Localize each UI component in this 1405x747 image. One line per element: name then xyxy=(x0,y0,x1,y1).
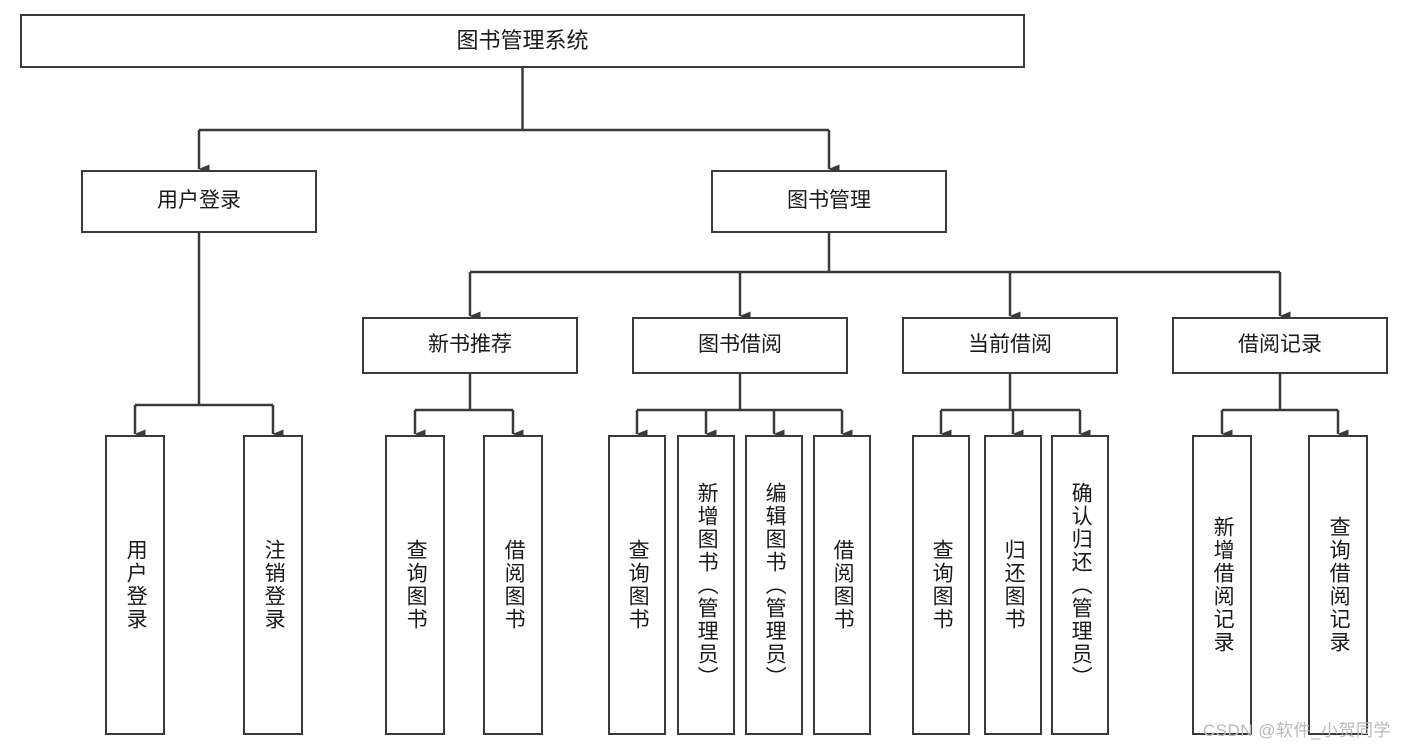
node-label-leaf-add-borrow-record: 新增借阅记录 xyxy=(1211,516,1235,654)
node-root[interactable]: 图书管理系统 xyxy=(20,14,1025,68)
node-leaf-user-login[interactable]: 用户登录 xyxy=(105,435,165,735)
node-label-leaf-borrow-book: 借阅图书 xyxy=(831,539,855,631)
node-label-leaf-logout: 注销登录 xyxy=(262,539,286,631)
node-label-leaf-edit-book-admin: 编辑图书（管理员） xyxy=(763,481,787,689)
node-label-leaf-return-book: 归还图书 xyxy=(1002,539,1026,631)
node-label-leaf-query-book-current: 查询图书 xyxy=(930,539,954,631)
node-leaf-query-book-rec[interactable]: 查询图书 xyxy=(385,435,445,735)
node-leaf-logout[interactable]: 注销登录 xyxy=(243,435,303,735)
node-current-borrow[interactable]: 当前借阅 xyxy=(902,317,1118,374)
node-leaf-confirm-return-admin[interactable]: 确认归还（管理员） xyxy=(1051,435,1109,735)
node-leaf-borrow-book[interactable]: 借阅图书 xyxy=(813,435,871,735)
node-leaf-borrow-book-rec[interactable]: 借阅图书 xyxy=(483,435,543,735)
node-leaf-return-book[interactable]: 归还图书 xyxy=(984,435,1042,735)
node-label-leaf-add-book-admin: 新增图书（管理员） xyxy=(695,481,719,689)
node-leaf-query-book-borrow[interactable]: 查询图书 xyxy=(608,435,666,735)
node-label-borrow-record: 借阅记录 xyxy=(1238,333,1322,357)
node-leaf-add-book-admin[interactable]: 新增图书（管理员） xyxy=(677,435,735,735)
node-leaf-add-borrow-record[interactable]: 新增借阅记录 xyxy=(1192,435,1252,735)
node-label-leaf-borrow-book-rec: 借阅图书 xyxy=(502,539,526,631)
node-book-borrow[interactable]: 图书借阅 xyxy=(632,317,848,374)
node-leaf-edit-book-admin[interactable]: 编辑图书（管理员） xyxy=(745,435,803,735)
node-label-leaf-confirm-return-admin: 确认归还（管理员） xyxy=(1069,481,1093,689)
connector-lines xyxy=(133,68,1349,439)
node-label-current-borrow: 当前借阅 xyxy=(968,333,1052,357)
node-label-leaf-query-book-borrow: 查询图书 xyxy=(626,539,650,631)
node-user-login[interactable]: 用户登录 xyxy=(81,170,317,233)
node-label-book-management: 图书管理 xyxy=(787,189,871,213)
node-book-management[interactable]: 图书管理 xyxy=(711,170,947,233)
node-label-leaf-query-book-rec: 查询图书 xyxy=(404,539,428,631)
node-label-root: 图书管理系统 xyxy=(456,28,589,54)
node-label-book-borrow: 图书借阅 xyxy=(698,333,782,357)
node-label-new-book-recommend: 新书推荐 xyxy=(428,333,512,357)
node-borrow-record[interactable]: 借阅记录 xyxy=(1172,317,1388,374)
node-leaf-query-book-current[interactable]: 查询图书 xyxy=(912,435,970,735)
node-new-book-recommend[interactable]: 新书推荐 xyxy=(362,317,578,374)
node-leaf-query-borrow-record[interactable]: 查询借阅记录 xyxy=(1308,435,1368,735)
node-label-leaf-user-login: 用户登录 xyxy=(124,539,148,631)
node-label-leaf-query-borrow-record: 查询借阅记录 xyxy=(1327,516,1351,654)
node-label-user-login: 用户登录 xyxy=(157,189,241,213)
